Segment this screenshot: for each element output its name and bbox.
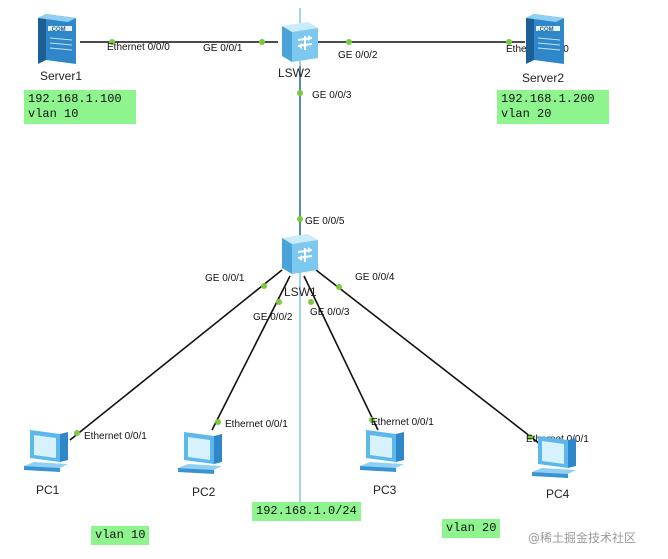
port-dot xyxy=(276,299,282,305)
port-label-lsw2-ge001: GE 0/0/1 xyxy=(203,43,243,54)
port-dot xyxy=(297,90,303,96)
pc3-computer-icon[interactable] xyxy=(356,428,410,478)
port-label-lsw1-ge004: GE 0/0/4 xyxy=(355,272,395,283)
vlan20-note: vlan 20 xyxy=(442,519,501,538)
port-dot xyxy=(297,216,303,222)
link-lsw1-pc1 xyxy=(69,269,283,441)
port-label-lsw1-ge001: GE 0/0/1 xyxy=(205,273,245,284)
pc4-label: PC4 xyxy=(546,487,570,501)
port-dot xyxy=(109,39,115,45)
port-dot xyxy=(259,39,265,45)
server1-ip-note: 192.168.1.100 vlan 10 xyxy=(24,90,136,124)
port-label-pc1-eth: Ethernet 0/0/1 xyxy=(84,431,147,442)
link-lsw1-pc4 xyxy=(315,269,541,445)
watermark-text: @稀土掘金技术社区 xyxy=(528,531,637,545)
pc1-label: PC1 xyxy=(36,483,60,497)
lsw2-switch-icon[interactable] xyxy=(278,18,322,66)
subnet-note: 192.168.1.0/24 xyxy=(252,502,361,521)
server1-icon[interactable]: .COM xyxy=(38,14,80,66)
pc2-label: PC2 xyxy=(192,485,216,499)
server1-badge: .COM xyxy=(50,27,66,33)
pc3-label: PC3 xyxy=(373,483,397,497)
port-label-server1-eth: Ethernet 0/0/0 xyxy=(107,42,170,53)
port-dot xyxy=(74,430,80,436)
port-label-lsw2-ge003: GE 0/0/3 xyxy=(312,90,352,101)
port-dot xyxy=(215,419,221,425)
port-label-pc2-eth: Ethernet 0/0/1 xyxy=(225,419,288,430)
server2-label: Server2 xyxy=(522,71,565,85)
port-dot xyxy=(369,417,375,423)
server2-ip-note: 192.168.1.200 vlan 20 xyxy=(497,90,609,124)
pc4-computer-icon[interactable] xyxy=(528,434,582,484)
lsw2-label: LSW2 xyxy=(278,66,311,80)
server1-label: Server1 xyxy=(40,69,83,83)
port-label-lsw1-ge003: GE 0/0/3 xyxy=(310,307,350,318)
port-label-lsw1-ge002: GE 0/0/2 xyxy=(253,312,293,323)
port-dot xyxy=(336,284,342,290)
port-label-lsw2-ge002: GE 0/0/2 xyxy=(338,50,378,61)
port-label-lsw1-ge005: GE 0/0/5 xyxy=(305,216,345,227)
link-lsw1-pc3 xyxy=(303,275,379,431)
port-label-pc3-eth: Ethernet 0/0/1 xyxy=(371,417,434,428)
pc2-computer-icon[interactable] xyxy=(174,430,228,480)
server2-icon[interactable]: .COM xyxy=(526,14,568,66)
server2-badge: .COM xyxy=(538,27,554,33)
port-dot xyxy=(261,283,267,289)
port-dot xyxy=(308,299,314,305)
lsw1-label: LSW1 xyxy=(284,285,317,299)
port-dot xyxy=(527,434,533,440)
vlan10-note: vlan 10 xyxy=(91,526,150,545)
port-dot xyxy=(506,39,512,45)
pc1-computer-icon[interactable] xyxy=(20,428,74,478)
lsw1-switch-icon[interactable] xyxy=(278,230,322,278)
port-dot xyxy=(346,39,352,45)
